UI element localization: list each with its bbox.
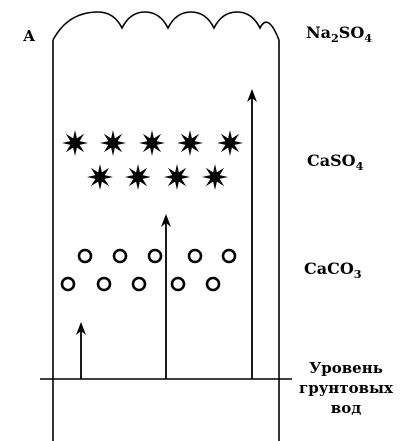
star-burst-icon (177, 130, 203, 156)
calcium-carbonate-label: CaCO3 (304, 259, 362, 281)
groundwater-label-line: грунтовых (299, 379, 393, 397)
capillary-arrows (76, 89, 257, 379)
calcite-grains (60, 248, 237, 292)
arrow-up-icon (161, 214, 171, 379)
salt-crust-surface (52, 11, 280, 41)
star-burst-icon (202, 164, 228, 190)
circle-icon (187, 248, 203, 264)
groundwater-label-line: Уровень (309, 359, 383, 377)
star-burst-icon (217, 130, 243, 156)
calcium-sulfate-label: CaSO4 (307, 151, 364, 173)
star-burst-icon (125, 164, 151, 190)
circle-icon (147, 248, 163, 264)
circle-icon (170, 276, 186, 292)
arrow-up-icon (76, 322, 86, 379)
circle-icon (77, 248, 93, 264)
gypsum-crystals (62, 130, 243, 190)
groundwater-level-label: Уровень грунтовых вод (293, 358, 399, 418)
sodium-sulfate-label: Na2SO4 (306, 23, 373, 45)
arrow-up-icon (247, 89, 257, 379)
groundwater-label-line: вод (330, 399, 362, 417)
star-burst-icon (87, 164, 113, 190)
circle-icon (221, 248, 237, 264)
point-a-label: А (23, 27, 36, 45)
soil-column (52, 11, 280, 441)
star-burst-icon (62, 130, 88, 156)
circle-icon (112, 248, 128, 264)
circle-icon (205, 276, 221, 292)
circle-icon (60, 276, 76, 292)
circle-icon (131, 276, 147, 292)
star-burst-icon (100, 130, 126, 156)
star-burst-icon (164, 164, 190, 190)
star-burst-icon (139, 130, 165, 156)
circle-icon (96, 276, 112, 292)
